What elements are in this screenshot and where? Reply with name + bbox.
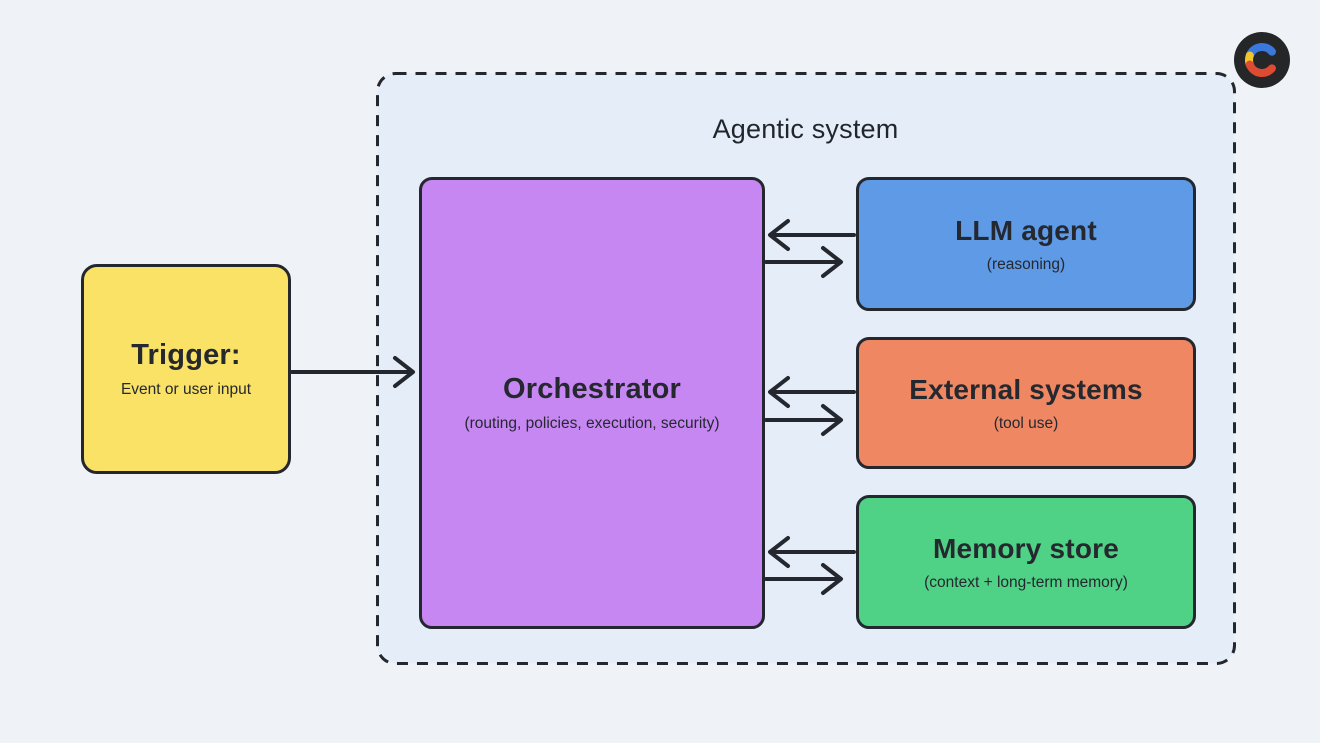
arrow-orchestrator-to-llm xyxy=(764,246,843,278)
arrow-orchestrator-to-external xyxy=(764,404,843,436)
llm-agent-title: LLM agent xyxy=(955,214,1097,246)
memory-store-title: Memory store xyxy=(932,532,1119,564)
orchestrator-subtitle: (routing, policies, execution, security) xyxy=(464,415,720,432)
arrow-orchestrator-to-memory xyxy=(764,563,843,595)
arrow-llm-to-orchestrator xyxy=(768,219,856,251)
agentic-system-title: Agentic system xyxy=(712,114,899,144)
external-systems-subtitle: (tool use) xyxy=(993,414,1059,432)
llm-agent-subtitle: (reasoning) xyxy=(986,255,1066,273)
logo-segment-red xyxy=(1245,60,1276,77)
llm-agent-node: LLM agent (reasoning) xyxy=(856,177,1196,311)
orchestrator-node: Orchestrator (routing, policies, executi… xyxy=(419,177,765,629)
memory-store-node: Memory store (context + long-term memory… xyxy=(856,495,1196,629)
trigger-subtitle: Event or user input xyxy=(120,381,252,398)
arrow-trigger-to-orchestrator xyxy=(290,356,415,388)
trigger-node: Trigger: Event or user input xyxy=(81,264,291,474)
arrow-memory-to-orchestrator xyxy=(768,536,856,568)
memory-store-subtitle: (context + long-term memory) xyxy=(924,573,1128,591)
arrow-external-to-orchestrator xyxy=(768,376,856,408)
trigger-title: Trigger: xyxy=(131,339,241,371)
external-systems-title: External systems xyxy=(909,373,1143,405)
brand-logo-c-icon xyxy=(1234,32,1290,88)
external-systems-node: External systems (tool use) xyxy=(856,337,1196,469)
orchestrator-title: Orchestrator xyxy=(502,373,682,405)
